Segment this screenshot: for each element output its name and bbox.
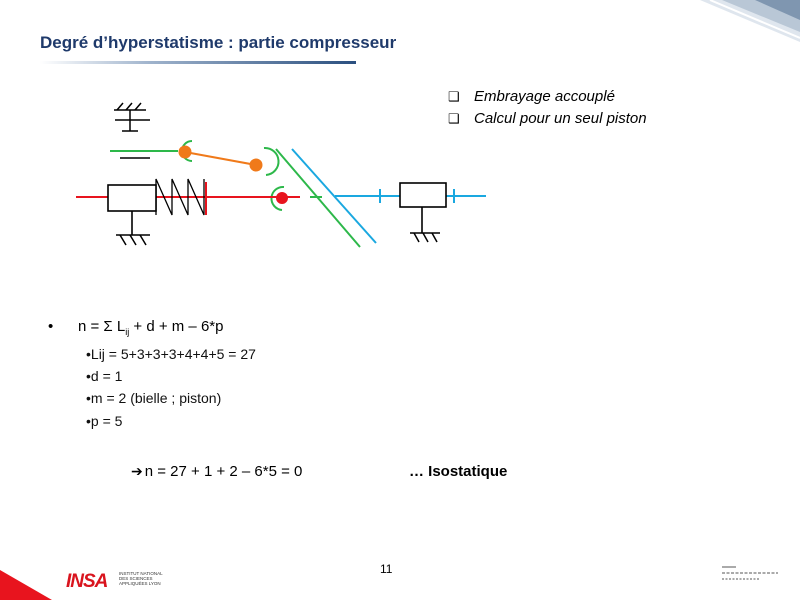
formula-bullet: • — [48, 318, 54, 335]
ground-bottom-right-icon — [410, 232, 440, 243]
detail-lij: •Lij = 5+3+3+3+4+4+5 = 27 — [86, 346, 256, 362]
orange-connecting-rod — [178, 145, 263, 172]
checkbox-bullet-icon: ❑ — [448, 89, 460, 104]
corner-decoration — [700, 0, 800, 42]
arrow-icon: ➔ — [131, 463, 143, 479]
formula-suffix: + d + m – 6*p — [129, 318, 224, 335]
detail-d: •d = 1 — [86, 368, 123, 384]
detail-m: •m = 2 (bielle ; piston) — [86, 390, 222, 406]
bullet-text: Embrayage accouplé — [474, 88, 615, 105]
partner-logo-icon — [722, 566, 778, 580]
insa-logo: INSA — [66, 571, 108, 592]
left-slider — [107, 184, 157, 235]
bullet-text: Calcul pour un seul piston — [474, 110, 647, 127]
ground-top-left-icon — [114, 102, 150, 159]
ground-bottom-left-icon — [116, 234, 150, 246]
result-conclusion: … Isostatique — [409, 463, 508, 480]
kinematic-diagram — [76, 102, 486, 248]
formula-subscript: ij — [125, 327, 130, 337]
spring-icon — [155, 178, 205, 216]
formula-line: • n = Σ Lij + d + m – 6*p — [48, 318, 223, 337]
footer-red-wedge — [0, 570, 52, 600]
detail-p: •p = 5 — [86, 413, 123, 429]
result-equation: ➔n = 27 + 1 + 2 – 6*5 = 0 — [131, 463, 302, 480]
checkbox-bullet-icon: ❑ — [448, 111, 460, 126]
insa-logo-subtitle: INSTITUT NATIONAL DES SCIENCES APPLIQUÉE… — [119, 571, 163, 586]
formula-prefix: n = Σ L — [78, 318, 126, 335]
bullet-item: ❑ Calcul pour un seul piston — [448, 108, 668, 129]
title-underline — [40, 61, 356, 64]
slide-title: Degré d’hyperstatisme : partie compresse… — [40, 33, 397, 52]
right-bearing — [399, 182, 447, 233]
page-number: 11 — [380, 562, 393, 576]
bullet-item: ❑ Embrayage accouplé — [448, 86, 668, 107]
result-text: n = 27 + 1 + 2 – 6*5 = 0 — [144, 463, 303, 480]
bullet-list: ❑ Embrayage accouplé ❑ Calcul pour un se… — [448, 86, 668, 130]
